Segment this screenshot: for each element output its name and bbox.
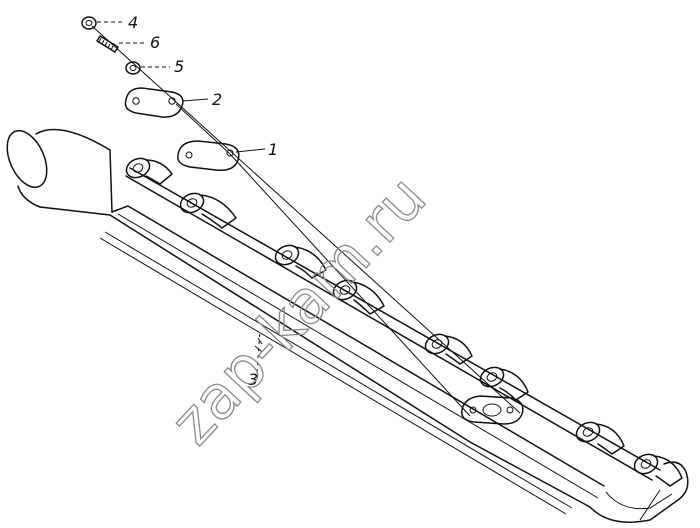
part-4-nut xyxy=(81,16,97,30)
boss-8 xyxy=(575,421,625,455)
part-6-stud xyxy=(96,35,119,53)
boss-1 xyxy=(125,157,173,185)
boss-9 xyxy=(633,453,683,487)
bolt-bosses xyxy=(125,157,683,487)
boss-7-flange xyxy=(461,395,524,425)
boss-2 xyxy=(179,192,237,229)
callout-2: 2 xyxy=(212,90,222,109)
callout-3: 3 xyxy=(248,370,258,389)
leader-lines xyxy=(97,21,266,373)
callout-4: 4 xyxy=(128,13,138,32)
boss-5 xyxy=(424,333,473,365)
callout-5: 5 xyxy=(174,57,184,76)
boss-3 xyxy=(274,244,327,279)
assembly-axis-lines xyxy=(91,25,521,417)
callout-6: 6 xyxy=(150,33,160,52)
boss-6 xyxy=(479,366,529,401)
callout-labels: 4 6 5 2 1 3 xyxy=(128,13,278,389)
part-5-washer xyxy=(125,61,141,75)
callout-1: 1 xyxy=(268,140,278,159)
part-3-exhaust-manifold xyxy=(6,128,689,523)
boss-4 xyxy=(332,279,385,315)
part-2-cover-plate xyxy=(124,87,184,118)
part-1-gasket xyxy=(177,140,240,172)
